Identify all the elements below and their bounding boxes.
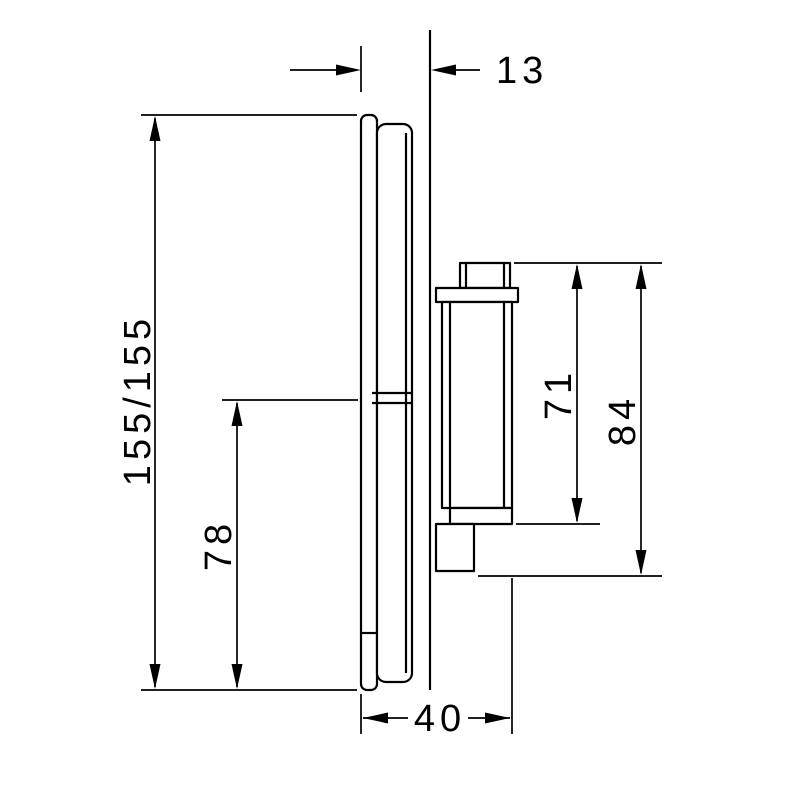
dimension-label-axis-from-bottom: 78 — [198, 519, 240, 571]
arrowhead-right-icon — [336, 64, 361, 76]
dimension-label-plate-size: 155/155 — [117, 314, 159, 486]
dimension-axis-from-bottom: 78 — [198, 399, 358, 689]
arrowhead-down-icon — [571, 498, 583, 523]
handle-assembly-outline — [434, 261, 520, 573]
arrowhead-down-icon — [231, 664, 243, 689]
dimension-label-handle-body-height: 71 — [538, 368, 580, 420]
dimension-total-depth: 40 — [360, 578, 513, 740]
arrowhead-up-icon — [635, 264, 647, 289]
dimension-label-plate-depth: 13 — [496, 50, 548, 92]
arrowhead-left-icon — [363, 712, 388, 724]
arrowhead-left-icon — [431, 64, 456, 76]
arrowhead-down-icon — [149, 664, 161, 689]
valve-body-outline — [372, 122, 414, 684]
dimension-label-total-depth: 40 — [414, 698, 466, 740]
dimension-plate-depth: 13 — [290, 46, 548, 92]
arrowhead-down-icon — [635, 550, 647, 575]
arrowhead-up-icon — [571, 264, 583, 289]
dimension-label-handle-total-height: 84 — [602, 394, 644, 446]
arrowhead-up-icon — [149, 116, 161, 141]
arrowhead-right-icon — [485, 712, 510, 724]
dimension-handle-total-height: 84 — [478, 264, 662, 577]
dimension-plate-size: 155/155 — [117, 114, 357, 691]
dimension-handle-body-height: 71 — [514, 262, 662, 525]
arrowhead-up-icon — [231, 401, 243, 426]
